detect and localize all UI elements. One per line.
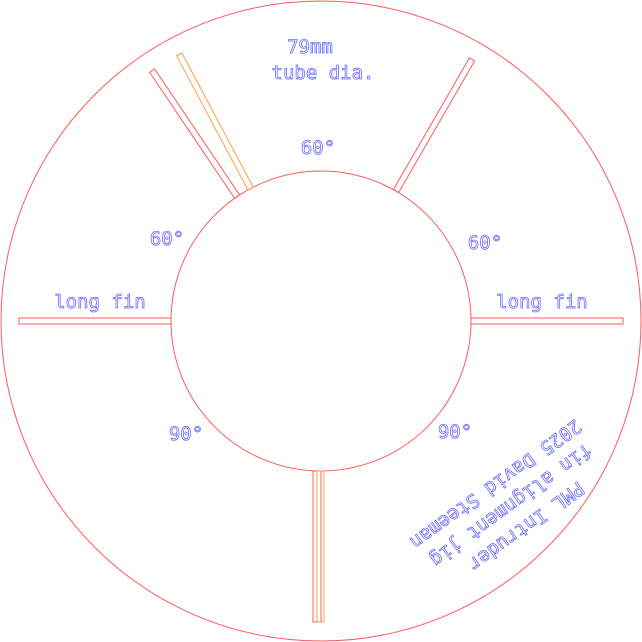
slot-bottom-alt [316,470,325,623]
long-fin-label-right: long fin [496,291,588,313]
slot-upper-right [392,57,476,194]
angle-label-top: 60° [301,137,335,159]
angle-label-bottom-left: 90° [169,423,203,445]
slot-long-fin-right [470,317,624,325]
angle-label-left: 60° [150,228,184,250]
tube-circle [170,170,472,472]
angle-label-bottom-right: 90° [438,421,472,443]
long-fin-label-left: long fin [54,291,146,313]
slot-upper-left [148,68,241,200]
slot-upper-left-alt [175,52,254,191]
angle-label-right: 60° [468,232,502,254]
slot-long-fin-left [18,317,172,325]
tube-dia-label-1: 79mm [287,36,333,58]
tube-dia-label-2: tube dia. [272,62,375,84]
